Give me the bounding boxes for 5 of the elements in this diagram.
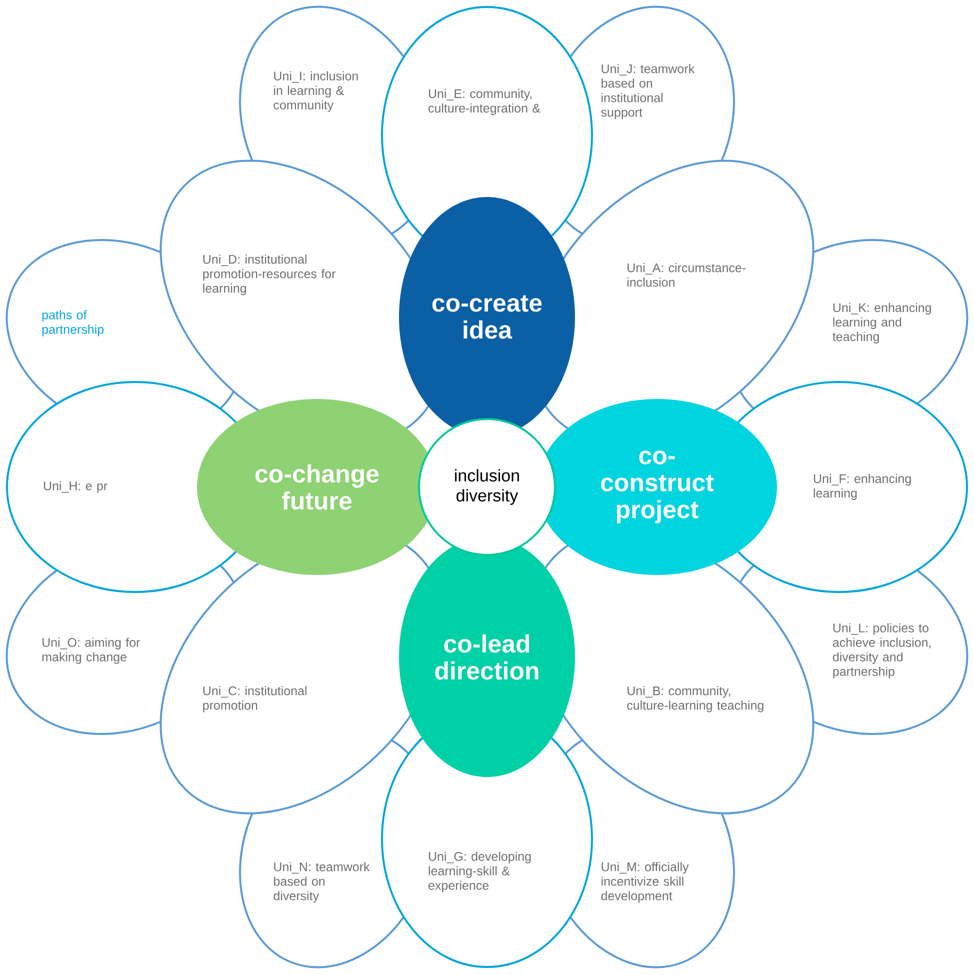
petal: co-change future: [197, 399, 437, 575]
petal: co-construct project: [537, 399, 777, 575]
node-label: Uni_F: enhancing learning: [814, 474, 911, 500]
petal: co-create idea: [399, 197, 575, 437]
petal: co-lead direction: [399, 537, 575, 777]
